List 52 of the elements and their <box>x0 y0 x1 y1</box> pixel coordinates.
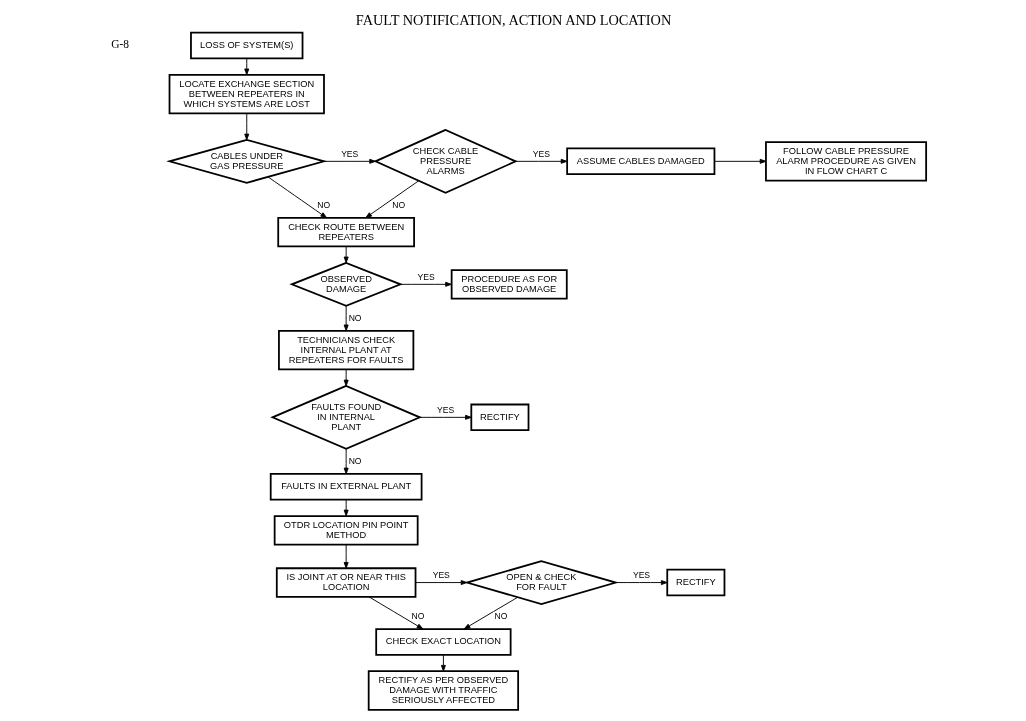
node-diamond: FAULTS FOUND IN INTERNAL PLANT <box>269 384 422 450</box>
edge-label: YES <box>340 148 358 159</box>
arrow <box>343 544 349 569</box>
node-box: ASSUME CABLES DAMAGED <box>565 147 715 176</box>
edge-label: NO <box>411 610 424 621</box>
arrow <box>368 596 423 630</box>
arrow <box>440 654 446 672</box>
node-box: FOLLOW CABLE PRESSURE ALARM PROCEDURE AS GIVEN IN FLOW CHART C <box>764 141 927 182</box>
arrow <box>343 369 349 387</box>
arrow <box>243 113 249 141</box>
node-box: RECTIFY AS PER OBSERVED DAMAGE WITH TRAFFIC SERIOUSLY AFFECTED <box>367 670 519 711</box>
edge-label: NO <box>494 610 507 621</box>
node-box: CHECK ROUTE BETWEEN REPEATERS <box>276 216 415 248</box>
arrow <box>614 580 668 586</box>
node-box: OTDR LOCATION PIN POINT METHOD <box>273 515 419 546</box>
arrow <box>364 180 419 219</box>
edge-label: YES <box>432 569 450 580</box>
edge-label: YES <box>632 569 650 580</box>
node-box: LOCATE EXCHANGE SECTION BETWEEN REPEATERS IN WHICH SYSTEMS ARE LOST <box>168 73 325 115</box>
arrow <box>514 158 567 164</box>
label: G-8 <box>110 38 129 51</box>
arrow <box>713 158 766 164</box>
arrow <box>243 58 249 76</box>
edge-label: YES <box>532 148 550 159</box>
arrow <box>463 596 518 630</box>
arrow <box>343 499 349 517</box>
edge-label: NO <box>348 455 362 466</box>
node-box: TECHNICIANS CHECK INTERNAL PLANT AT REPEATERS FOR FAULTS <box>277 329 414 371</box>
node-box: FAULTS IN EXTERNAL PLANT <box>269 472 422 501</box>
edge-label: YES <box>416 271 435 282</box>
node-box: PROCEDURE AS FOR OBSERVED DAMAGE <box>450 269 568 300</box>
node-diamond: OBSERVED DAMAGE <box>288 261 403 307</box>
arrow <box>323 158 376 164</box>
arrow <box>418 414 472 420</box>
arrow <box>399 281 452 287</box>
node-box: LOSS OF SYSTEM(S) <box>189 31 303 60</box>
edge-label: NO <box>316 199 330 210</box>
arrow <box>343 448 349 475</box>
arrow <box>414 580 467 586</box>
node-diamond: CABLES UNDER GAS PRESSURE <box>165 138 327 184</box>
arrow <box>267 176 327 219</box>
node-box: CHECK EXACT LOCATION <box>374 628 512 656</box>
edge-label: NO <box>391 199 405 210</box>
diagram-title: FAULT NOTIFICATION, ACTION AND LOCATION <box>355 12 671 29</box>
arrow <box>343 305 349 332</box>
node-box: RECTIFY <box>665 568 725 597</box>
node-diamond: CHECK CABLE PRESSURE ALARMS <box>372 128 518 194</box>
edge-label: YES <box>436 404 454 415</box>
arrow <box>343 246 349 264</box>
node-box: RECTIFY <box>469 403 529 432</box>
edge-label: NO <box>348 312 362 323</box>
node-box: IS JOINT AT OR NEAR THIS LOCATION <box>275 567 416 598</box>
